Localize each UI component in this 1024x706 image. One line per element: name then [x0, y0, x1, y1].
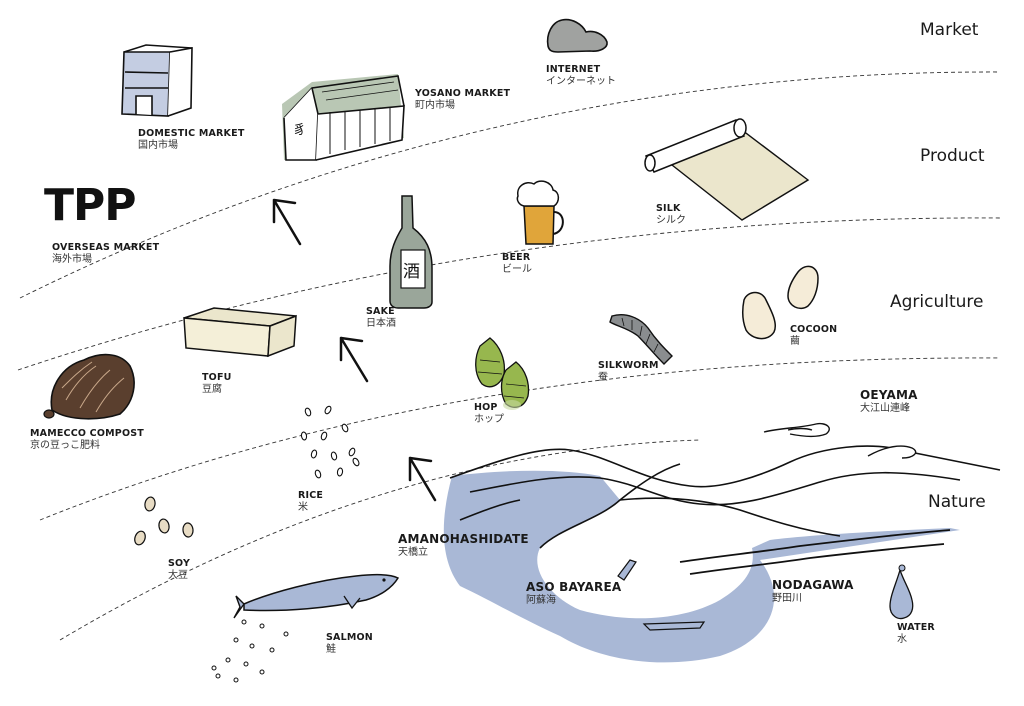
cocoon-icon: [741, 265, 819, 340]
market-product-divider: [19, 71, 1001, 299]
nature-lower-divider: [59, 439, 701, 641]
oeyama-peaks: [763, 422, 917, 459]
building-icon: [121, 44, 193, 117]
cloud-icon: [546, 18, 608, 53]
silk-roll-icon: [644, 118, 810, 221]
rice-grains: [300, 405, 360, 479]
tier-nature: Nature: [928, 492, 986, 512]
arrow-up-icon: [408, 456, 437, 502]
compost-icon: [43, 353, 135, 420]
boat-icon: [617, 559, 706, 631]
tier-agriculture: Agriculture: [890, 292, 984, 312]
tpp-logo: TPP: [44, 180, 137, 231]
mountains-outline: [449, 445, 1001, 537]
soybeans: [134, 496, 194, 546]
salmon-roe: [211, 619, 289, 683]
nodagawa-river: [679, 529, 951, 575]
sake-bottle-label: 酒: [403, 262, 420, 282]
barn-icon: 豸: [282, 74, 405, 161]
arrow-up-icon: [272, 198, 302, 246]
salmon-icon: [233, 573, 400, 619]
aso-bay-water: [443, 463, 960, 663]
hop-icon: [475, 337, 530, 410]
tier-product: Product: [920, 146, 985, 166]
silkworm-icon: [609, 314, 673, 365]
tier-market: Market: [920, 20, 979, 40]
product-agriculture-divider: [17, 217, 1001, 371]
svg-text:豸: 豸: [293, 123, 306, 138]
agriculture-nature-divider: [39, 357, 1001, 521]
beer-mug-icon: [516, 180, 564, 245]
arrow-up-icon: [339, 336, 369, 383]
tofu-icon: [183, 307, 297, 358]
water-drop-icon: [889, 564, 914, 620]
sake-bottle-icon: 酒: [389, 195, 433, 309]
